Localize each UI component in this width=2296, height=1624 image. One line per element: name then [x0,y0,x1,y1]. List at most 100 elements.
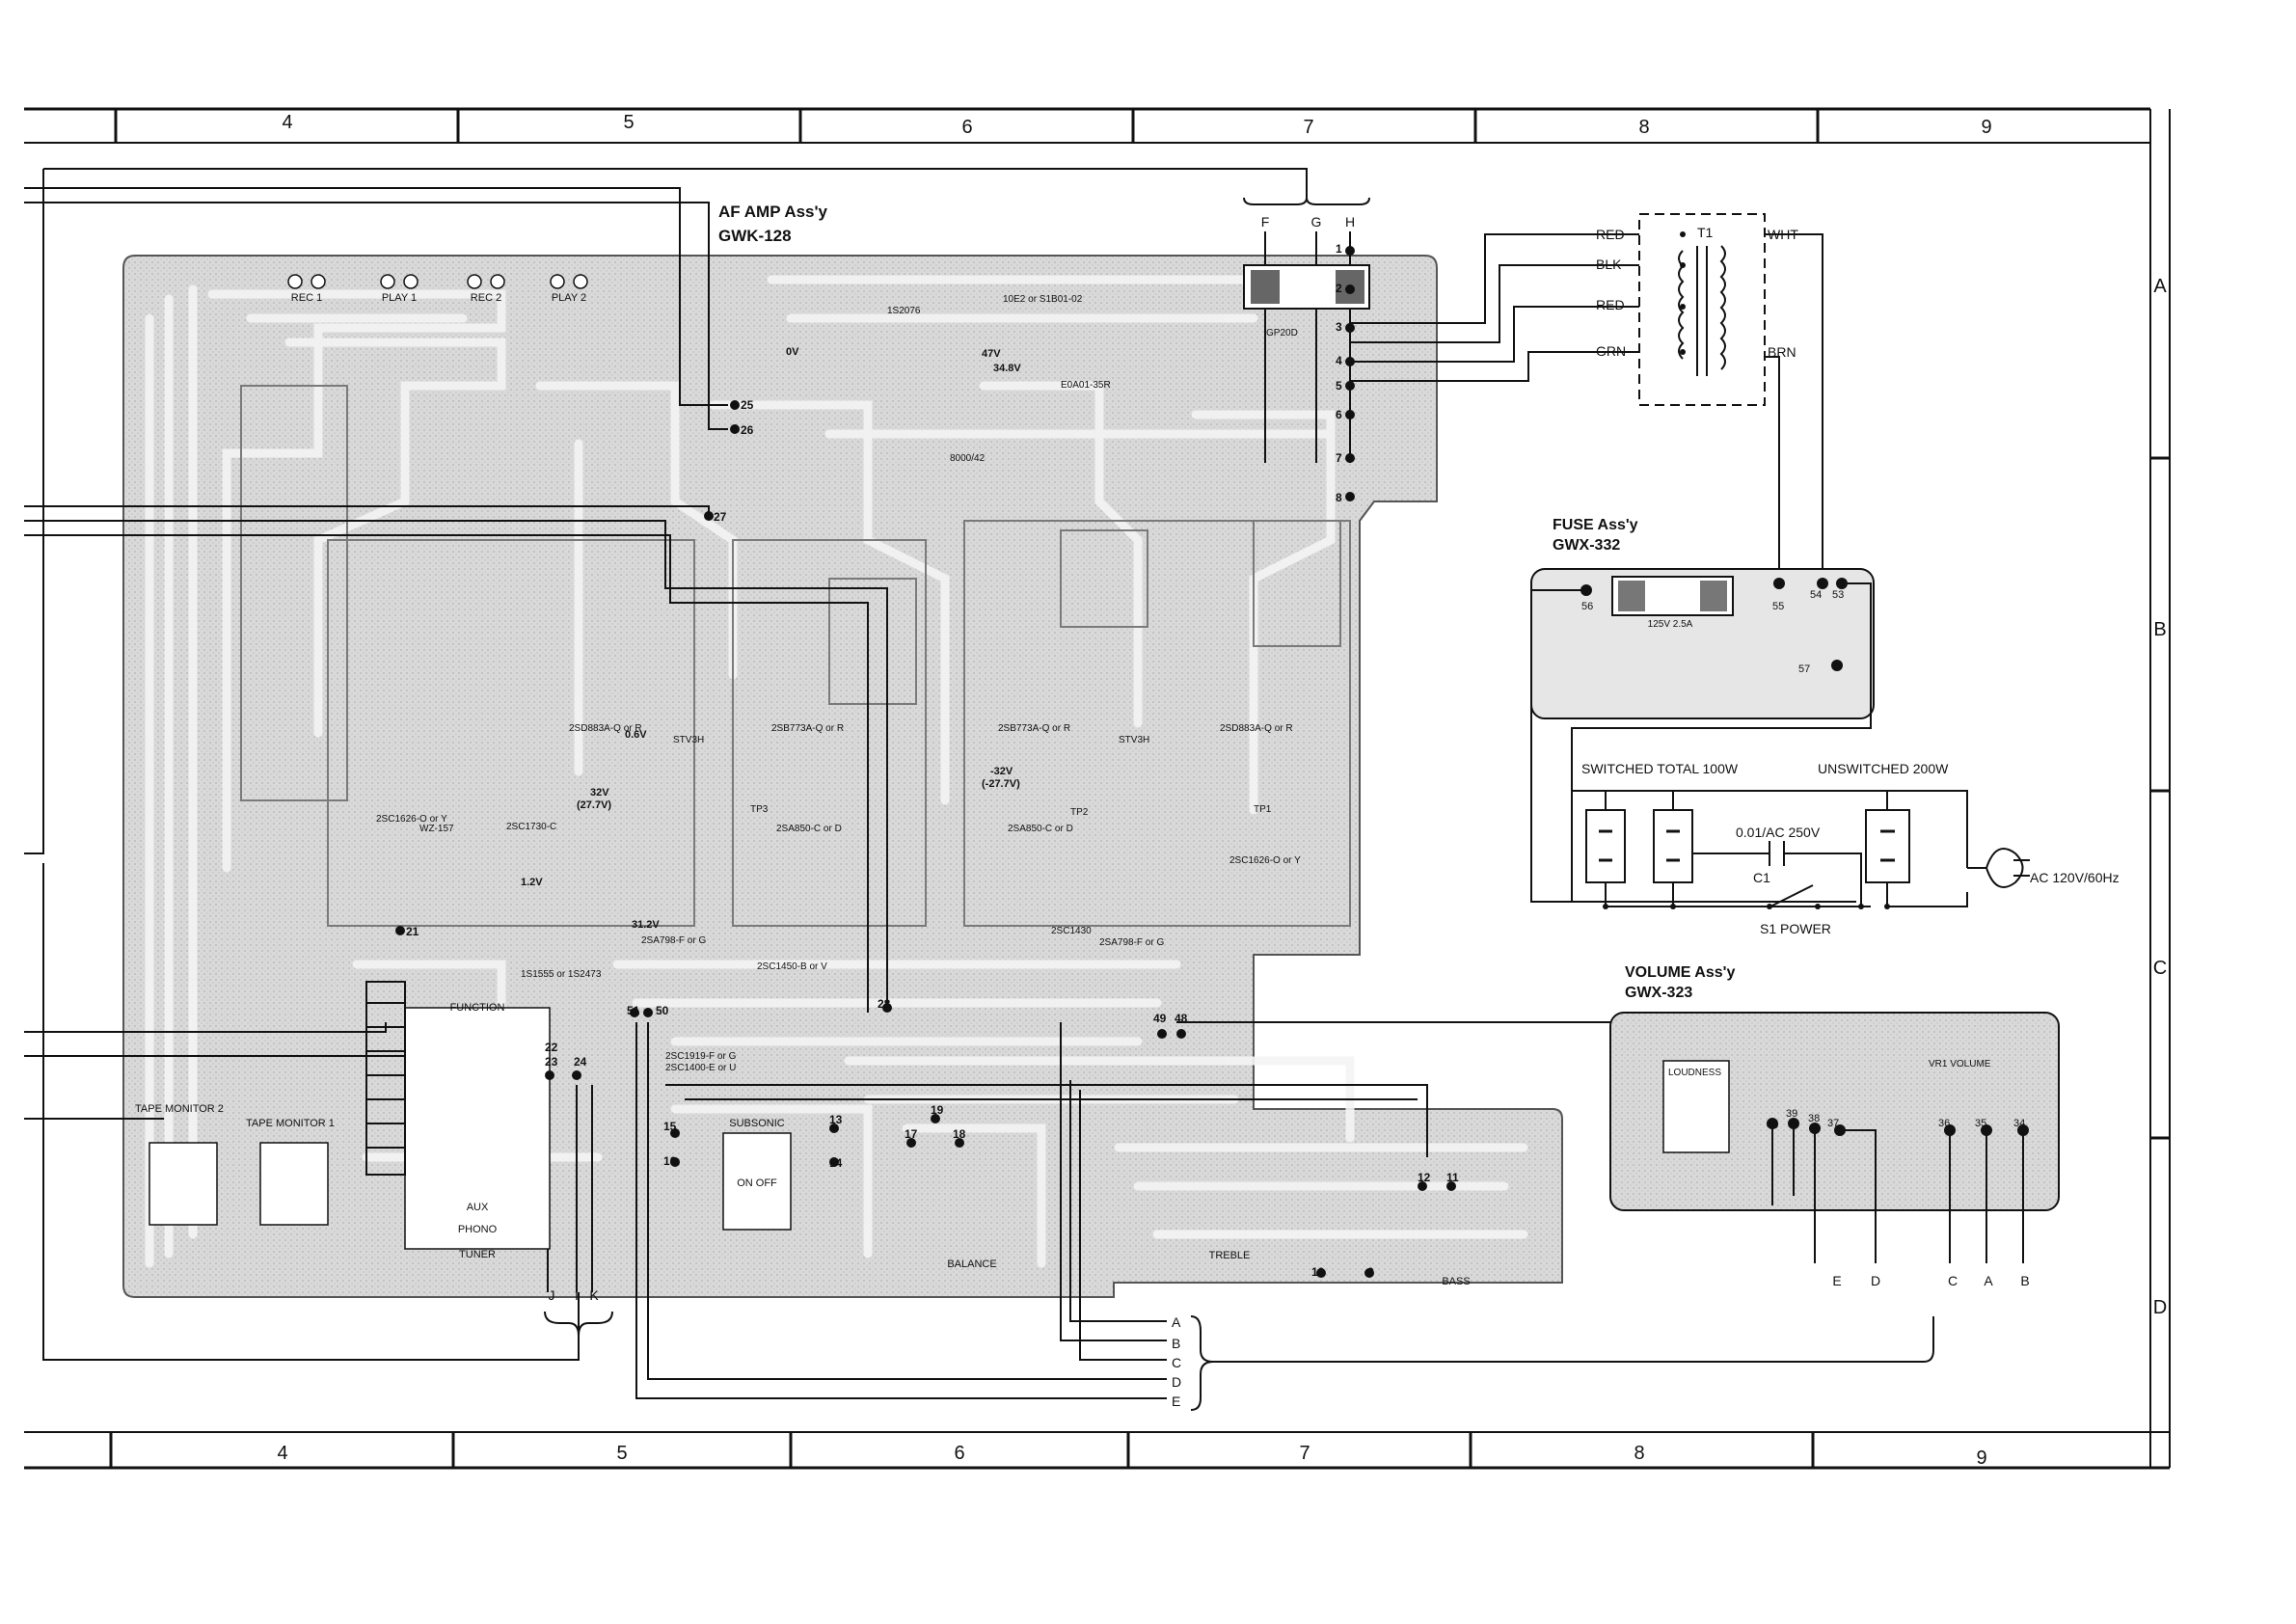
component-label: 2SC1626-O or Y [376,814,447,825]
fuse-assy: FUSE Ass'y GWX-332 125V 2.5A 56 55 54 53… [1530,517,1875,903]
component-label: TP1 [1254,804,1272,815]
volume-output: D [1871,1273,1880,1288]
pin-number: 5 [1336,379,1342,392]
pin-number: 50 [656,1004,669,1017]
power-transformer: T1 RED BLK RED GRN WHT BRN [1350,213,1823,583]
bus-letters: A B C D E [1172,1314,1181,1409]
volume-assy-title: VOLUME Ass'y [1625,964,1735,981]
pin-number: 18 [953,1127,966,1141]
transformer-ref: T1 [1697,225,1714,240]
column-label: 4 [277,1443,287,1464]
component-label: 1S1555 or 1S2473 [521,969,602,980]
component-label: 2SA798-F or G [641,935,706,946]
bus-letter: E [1172,1394,1180,1409]
af-amp-title-block: AF AMP Ass'y GWK-128 [718,203,828,245]
component-labels: 2SD883A-Q or R 2SB773A-Q or R 2SB773A-Q … [376,294,1301,1073]
column-label: 6 [954,1443,964,1464]
pin-number: 2 [1336,282,1342,295]
bus-letter: D [1172,1374,1181,1390]
pin-number: 12 [1418,1171,1431,1184]
pin-numbers: 25 26 27 21 22 23 24 50 51 28 49 48 15 1… [406,242,1459,1279]
pcb-switches: TAPE MONITOR 2 TAPE MONITOR 1 FUNCTION A… [135,981,1471,1287]
pin-number: 11 [1446,1171,1459,1184]
pin-number: 24 [574,1055,587,1069]
capacitor-value: 0.01/AC 250V [1736,825,1821,840]
voltage-label: 1.2V [521,877,543,888]
tape-monitor-1-label: TAPE MONITOR 1 [246,1118,335,1129]
ac-plug-label: AC 120V/60Hz [2030,870,2120,885]
subsonic-label: SUBSONIC [729,1118,785,1129]
row-label: B [2153,619,2166,640]
balance-label: BALANCE [947,1259,996,1270]
column-label: 9 [1981,117,1991,138]
pin-number: 28 [878,997,891,1011]
column-label: 9 [1976,1448,1986,1469]
af-amp-title: AF AMP Ass'y [718,203,828,221]
pin-number: 17 [905,1127,918,1141]
pin-number: 8 [1336,491,1342,504]
column-label: 8 [1638,117,1649,138]
column-labels-bottom: 4 5 6 7 8 9 [277,1443,1986,1469]
column-labels-top: 4 5 6 7 8 9 [282,112,1991,138]
pin-number: 15 [663,1120,677,1133]
pin-number: 16 [663,1154,677,1168]
component-label: 8000/42 [950,453,986,464]
terminal-number: 36 [1938,1118,1950,1129]
connector-letter: F [1261,214,1270,230]
grid-frame [24,107,2171,1470]
wire-letter: J [549,1287,555,1303]
component-label: 2SA850-C or D [776,824,842,834]
terminal-number: 38 [1808,1113,1820,1124]
power-switch-label: S1 POWER [1760,921,1831,936]
function-label: FUNCTION [450,1002,505,1014]
pin-number: 7 [1336,451,1342,465]
wire-color: RED [1596,297,1625,312]
fuse-rating: 125V 2.5A [1648,619,1693,630]
wire-letter: K [589,1287,599,1303]
component-label: 2SB773A-Q or R [771,723,844,734]
component-label: 2SA798-F or G [1099,937,1164,948]
switched-outlet-2 [1653,809,1693,883]
pin-number: 48 [1175,1012,1188,1025]
voltage-label: 31.2V [632,919,660,931]
volume-assy-part: GWX-323 [1625,985,1692,1001]
external-wiring-left [24,168,1746,1399]
component-label: 2SC1626-O or Y [1229,855,1301,866]
pin-number: 23 [545,1055,558,1069]
pin-number: 3 [1336,320,1342,334]
terminal-number: 37 [1827,1118,1839,1129]
af-amp-part-number: GWK-128 [718,227,792,245]
fuse-assy-part: GWX-332 [1553,537,1620,554]
volume-output: A [1984,1273,1993,1288]
function-tuner: TUNER [459,1249,496,1260]
pin-dots [395,246,1456,1278]
component-label: 2SC1919-F or G [665,1051,737,1062]
pin-number: 21 [406,925,419,938]
row-label: A [2153,276,2167,297]
component-label: STV3H [1119,735,1149,745]
terminal-number: 35 [1975,1118,1986,1129]
component-label: WZ-157 [419,824,454,834]
column-label: 5 [616,1443,627,1464]
voltage-label: 32V [590,787,609,798]
column-label: 4 [282,112,292,133]
bottom-letters: J I K [549,1287,600,1303]
component-label: 2SC1400-E or U [665,1063,736,1073]
terminal-number: 56 [1581,601,1593,612]
pin-number: 51 [627,1004,640,1017]
component-label: TP3 [750,804,769,815]
component-label: TP2 [1070,807,1089,818]
ac-plug-icon [1967,848,2030,888]
voltage-label: (-27.7V) [982,778,1020,790]
voltage-label: 0V [786,346,799,358]
connector-letter: H [1345,214,1355,230]
bass-label: BASS [1442,1276,1470,1287]
column-label: 7 [1299,1443,1310,1464]
jack-label: PLAY 2 [552,292,586,304]
switched-outlet-label: SWITCHED TOTAL 100W [1581,761,1739,776]
volume-pot-label: VR1 VOLUME [1929,1059,1991,1069]
voltage-label: 47V [982,348,1001,360]
switched-outlet-1 [1585,809,1626,883]
tape-monitor-2-label: TAPE MONITOR 2 [135,1103,224,1115]
